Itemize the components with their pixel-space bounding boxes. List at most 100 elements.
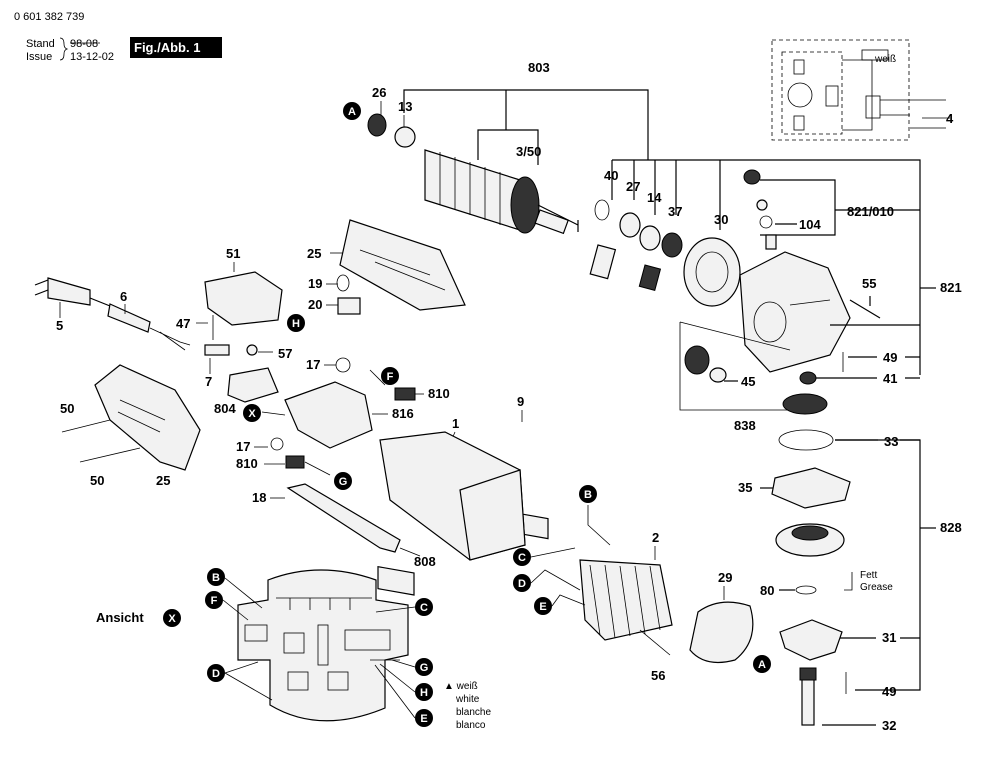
- callout-a-bottom: A: [753, 655, 771, 673]
- part-label-49-top: 49: [883, 350, 897, 365]
- bearing-13: [394, 126, 416, 148]
- part-label-80: 80: [760, 583, 774, 598]
- part-label-29: 29: [718, 570, 732, 585]
- svg-text:F: F: [211, 595, 218, 607]
- gasket-35: [771, 467, 851, 509]
- callout-d-mid: D: [513, 574, 531, 592]
- svg-text:B: B: [212, 572, 220, 584]
- part-label-828: 828: [940, 520, 962, 535]
- view-x-detail: [237, 569, 409, 722]
- part-label-1: 1: [452, 416, 459, 431]
- armature-3-50: [424, 149, 579, 235]
- screw-55: [849, 299, 881, 319]
- screw-57: [246, 344, 258, 356]
- seal-plate-30: [683, 237, 741, 307]
- part-label-26: 26: [372, 85, 386, 100]
- callout-c-mid: C: [513, 548, 531, 566]
- part-label-55: 55: [862, 276, 876, 291]
- flange-31: [779, 619, 843, 661]
- sleeve-part: [589, 244, 617, 280]
- part-label-18: 18: [252, 490, 266, 505]
- legend-weiss: ▲ weiß: [444, 681, 478, 692]
- screw-47: [196, 315, 214, 340]
- clamp-7: [204, 344, 230, 356]
- part-label-40: 40: [604, 168, 618, 183]
- part-label-19: 19: [308, 276, 322, 291]
- callout-c-ansicht: C: [415, 598, 433, 616]
- bearing-14: [639, 225, 661, 251]
- circlip-40: [594, 199, 610, 221]
- part-label-37: 37: [668, 204, 682, 219]
- callout-d-ansicht: D: [207, 664, 225, 682]
- part-label-4: 4: [946, 111, 954, 126]
- svg-text:H: H: [420, 687, 428, 699]
- brush-810-top: [394, 387, 416, 401]
- callout-h-top: H: [287, 314, 305, 332]
- part-label-13: 13: [398, 99, 412, 114]
- part-label-25-bottom: 25: [156, 473, 170, 488]
- cord-protector-6: [107, 303, 151, 333]
- washer-80: [795, 585, 817, 595]
- part-label-810-top: 810: [428, 386, 450, 401]
- svg-text:E: E: [420, 713, 427, 725]
- plug-prongs: [34, 279, 49, 296]
- leader-3-50: [477, 129, 539, 165]
- ansicht-label: Ansicht: [96, 610, 144, 625]
- svg-text:A: A: [758, 659, 766, 671]
- nut-45: [709, 367, 727, 383]
- svg-text:D: D: [212, 668, 220, 680]
- svg-text:X: X: [168, 613, 176, 625]
- issue-date: 13-12-02: [70, 51, 114, 63]
- part-label-47: 47: [176, 316, 190, 331]
- part-label-30: 30: [714, 212, 728, 227]
- part-label-57: 57: [278, 346, 292, 361]
- part-label-9: 9: [517, 394, 524, 409]
- fett-label: Fett: [860, 570, 877, 581]
- callout-e-mid: E: [534, 597, 552, 615]
- part-label-2: 2: [652, 530, 659, 545]
- figure-label: Fig./Abb. 1: [134, 40, 200, 55]
- part-number: 0 601 382 739: [14, 11, 84, 23]
- callout-f-ansicht: F: [205, 591, 223, 609]
- needle-sleeve: [638, 264, 662, 292]
- svg-text:G: G: [339, 476, 348, 488]
- legend-white: white: [455, 694, 480, 705]
- part-label-20: 20: [308, 297, 322, 312]
- svg-text:X: X: [248, 408, 256, 420]
- svg-text:C: C: [420, 602, 428, 614]
- part-label-14: 14: [647, 190, 662, 205]
- callout-b-ansicht: B: [207, 568, 225, 586]
- lock-pin: [765, 234, 777, 250]
- leader-828: [835, 439, 921, 691]
- stator-2: [579, 559, 673, 641]
- switch-51: [204, 271, 283, 326]
- svg-text:F: F: [387, 371, 394, 383]
- callout-f-mid: F: [381, 367, 399, 385]
- part-label-41: 41: [883, 371, 897, 386]
- spring: [756, 199, 768, 211]
- part-label-56: 56: [651, 668, 665, 683]
- legend-blanco: blanco: [456, 720, 486, 731]
- screw-56: [639, 629, 671, 656]
- part-label-3-50: 3/50: [516, 144, 541, 159]
- header-brace: [59, 37, 69, 61]
- cable-guide-18: [286, 483, 401, 553]
- svg-text:A: A: [348, 106, 356, 118]
- part-label-7: 7: [205, 374, 212, 389]
- plug-5: [47, 277, 91, 306]
- side-cover-25: [94, 364, 201, 471]
- ring-27: [619, 212, 641, 238]
- legend-blanche: blanche: [456, 707, 491, 718]
- spring-19: [336, 274, 350, 292]
- label-808-plate: [377, 565, 415, 596]
- callout-x-ansicht: X: [163, 609, 181, 627]
- part-label-45: 45: [741, 374, 755, 389]
- fan-cover-29: [689, 601, 754, 663]
- svg-text:E: E: [539, 601, 546, 613]
- part-label-821: 821: [940, 280, 962, 295]
- callout-x-mid: X: [243, 404, 261, 422]
- svg-text:B: B: [584, 489, 592, 501]
- part-label-17-bottom: 17: [236, 439, 250, 454]
- lever-20: [337, 297, 361, 315]
